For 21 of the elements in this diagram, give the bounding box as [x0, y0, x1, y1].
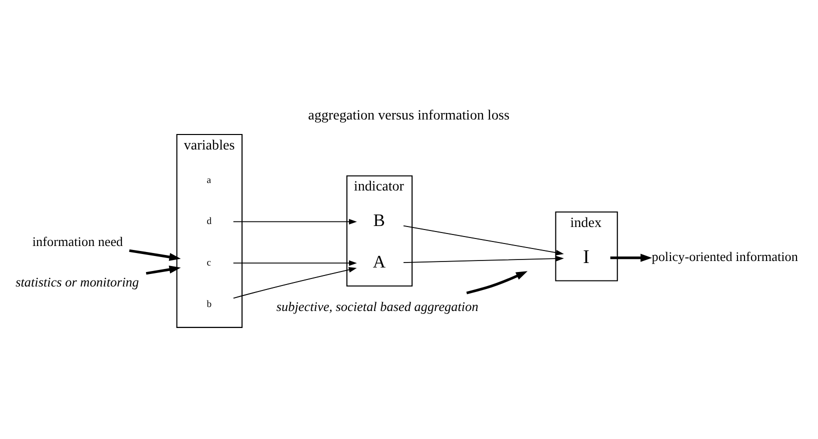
node-text: policy-oriented information [652, 248, 798, 264]
arrow [466, 271, 528, 294]
arrow [232, 260, 357, 266]
node-text: statistics or monitoring [16, 274, 139, 290]
diagram-title: aggregation versus information loss [308, 107, 510, 124]
node-text: information need [32, 234, 123, 249]
arrow [403, 256, 564, 263]
node-text: d [206, 216, 212, 228]
arrow [403, 225, 564, 256]
node-text: I [583, 246, 590, 268]
arrow [610, 254, 652, 262]
arrow [129, 249, 181, 261]
node-text: subjective, societal based aggregation [276, 299, 478, 314]
arrow [233, 267, 357, 299]
node-text: c [206, 258, 212, 269]
node-text: a [206, 174, 212, 186]
arrow [146, 266, 181, 275]
node-text: A [372, 252, 386, 272]
node-text: b [206, 298, 212, 310]
arrow [232, 218, 357, 224]
node-text: B [373, 210, 386, 230]
